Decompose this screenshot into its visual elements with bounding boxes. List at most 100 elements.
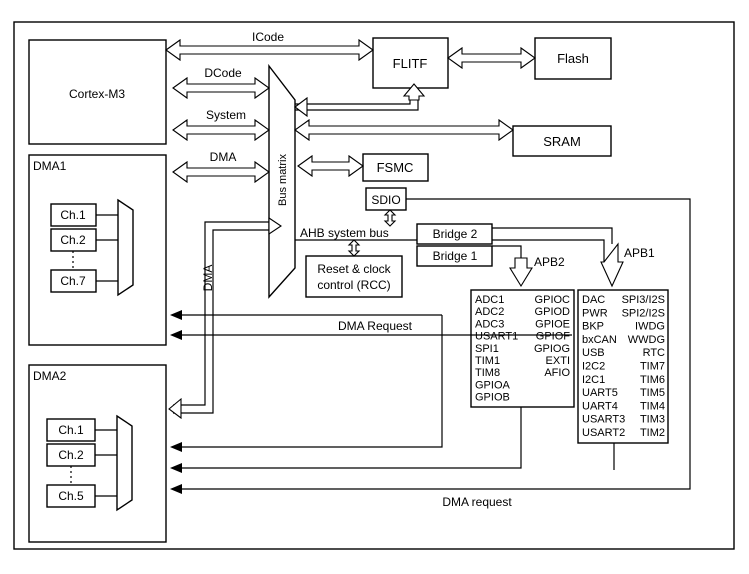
dma1-bus-arrow [172, 160, 270, 184]
dma2-channel-1-label: Ch.1 [58, 423, 84, 437]
apb1-bus-label: APB1 [624, 246, 655, 260]
dma2-label: DMA2 [33, 369, 67, 383]
apb1-peripherals-block [577, 289, 669, 444]
rcc-label-line-1: Reset & clock [317, 262, 391, 276]
icode-bus-label: ICode [252, 30, 284, 44]
bridge-1-label: Bridge 1 [433, 249, 478, 263]
dma-request-label-lower: DMA request [442, 495, 512, 509]
peripheral-tim5: TIM5 [640, 387, 665, 399]
peripheral-gpioc: GPIOC [535, 294, 571, 306]
peripheral-iwdg: IWDG [635, 321, 665, 333]
dma1-channel-2-label: Ch.2 [60, 233, 86, 247]
dma2-bus-arrowhead-left [168, 397, 182, 420]
peripheral-spi1: SPI1 [475, 343, 499, 355]
cortex-m3-label: Cortex-M3 [69, 87, 125, 101]
peripheral-wwdg: WWDG [628, 334, 665, 346]
peripheral-tim2: TIM2 [640, 427, 665, 439]
fsmc-label: FSMC [377, 160, 414, 175]
peripheral-gpiob: GPIOB [475, 392, 510, 404]
dma-bus-label: DMA [210, 150, 237, 164]
peripheral-usb: USB [582, 347, 605, 359]
bus-matrix-label: Bus matrix [277, 154, 289, 206]
apb1-bus-arrow [600, 242, 624, 288]
sdio-label: SDIO [371, 193, 400, 207]
apb1-column-1: DACPWRBKPbxCANUSBI2C2I2C1UART5UART4USART… [582, 294, 625, 439]
peripheral-exti: EXTI [546, 355, 570, 367]
peripheral-adc2: ADC2 [475, 306, 504, 318]
dma2-bus-path-outer [173, 221, 269, 406]
peripheral-bxcan: bxCAN [582, 334, 617, 346]
peripheral-rtc: RTC [643, 347, 665, 359]
ahb-rcc-arrow [347, 239, 361, 257]
bridge-1-block [416, 245, 493, 267]
sram-block [512, 125, 612, 157]
peripheral-uart5: UART5 [582, 387, 618, 399]
peripheral-gpiof: GPIOF [536, 331, 571, 343]
dma2-bus-arrowhead-right [268, 216, 282, 236]
dma2-request-arrowhead-1 [170, 442, 182, 452]
apb2-peripherals-block [470, 289, 575, 408]
matrix-flitf-arrowhead [402, 83, 426, 101]
dcode-bus-arrow [172, 76, 270, 100]
peripheral-tim8: TIM8 [475, 367, 500, 379]
dma2-arbiter-mux [116, 414, 133, 512]
apb1-bus-line [492, 227, 613, 244]
peripheral-gpiog: GPIOG [534, 343, 570, 355]
icode-bus-arrow [165, 38, 374, 62]
dma1-channel-1-label: Ch.1 [60, 208, 86, 222]
dma2-bus-path-inner [173, 229, 269, 414]
apb2-bus-line [492, 245, 522, 258]
peripheral-gpioe: GPIOE [535, 318, 570, 330]
peripheral-spi3-i2s: SPI3/I2S [622, 294, 665, 306]
matrix-flitf-arrowhead-left [294, 96, 308, 118]
peripheral-tim1: TIM1 [475, 355, 500, 367]
peripheral-gpioa: GPIOA [475, 379, 511, 391]
matrix-sram-arrow [294, 118, 514, 142]
peripheral-usart2: USART2 [582, 427, 625, 439]
bridge-2-label: Bridge 2 [433, 227, 478, 241]
system-bus-label: System [206, 108, 246, 122]
dma2-request-line-apb2 [173, 407, 522, 469]
peripheral-uart4: UART4 [582, 400, 618, 412]
peripheral-i2c1: I2C1 [582, 374, 605, 386]
dma1-arbiter-mux [117, 198, 134, 297]
dma2-request-line-1 [173, 315, 443, 448]
peripheral-usart3: USART3 [582, 414, 625, 426]
dma1-label: DMA1 [33, 159, 67, 173]
apb1-column-2: SPI3/I2SSPI2/I2SIWDGWWDGRTCTIM7TIM6TIM5T… [622, 294, 665, 439]
peripheral-gpiod: GPIOD [535, 306, 571, 318]
system-bus-arrow [172, 118, 270, 142]
dma1-request-arrowhead-2 [170, 330, 182, 340]
bridge-2-block [416, 223, 493, 245]
peripheral-tim6: TIM6 [640, 374, 665, 386]
peripheral-pwr: PWR [582, 307, 608, 319]
peripheral-usart1: USART1 [475, 331, 518, 343]
rcc-label-line-2: control (RCC) [317, 278, 390, 292]
sdio-ahb-arrow [383, 209, 397, 227]
peripheral-afio: AFIO [544, 367, 570, 379]
peripheral-spi2-i2s: SPI2/I2S [622, 307, 665, 319]
dma1-block [28, 154, 167, 346]
matrix-fsmc-arrow [297, 154, 364, 178]
dma2-request-arrowhead-apb2 [170, 463, 182, 473]
ahb-system-bus-label: AHB system bus [300, 226, 389, 240]
peripheral-adc1: ADC1 [475, 294, 504, 306]
rcc-block [305, 255, 403, 298]
flitf-label: FLITF [393, 56, 428, 71]
dma2-channel-5-label: Ch.5 [58, 489, 84, 503]
peripheral-bkp: BKP [582, 321, 604, 333]
dma1-request-arrowhead-1 [170, 310, 182, 320]
dma2-bus-label: DMA [201, 265, 215, 292]
flash-block [534, 37, 612, 80]
dma1-channel-7-label: Ch.7 [60, 274, 86, 288]
peripheral-tim3: TIM3 [640, 414, 665, 426]
sram-label: SRAM [543, 134, 581, 149]
cortex-m3-block [28, 39, 167, 145]
peripheral-tim4: TIM4 [640, 400, 665, 412]
sdio-dma-request-line [173, 198, 691, 490]
flitf-flash-arrow [447, 46, 536, 70]
apb1-bus-line-inner [492, 239, 605, 262]
sdio-dma-request-arrowhead [170, 484, 182, 494]
